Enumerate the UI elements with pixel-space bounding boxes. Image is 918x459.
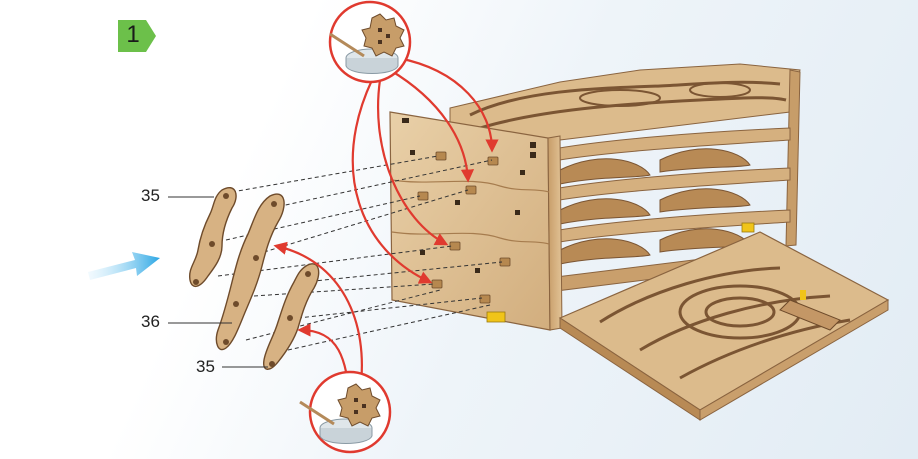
glue-cup-with-gear-icon (330, 2, 410, 82)
part-35-top (190, 188, 236, 287)
blue-arrow-icon (88, 252, 160, 280)
glue-cup-with-gear-icon (300, 372, 390, 452)
step-number-badge: 1 (118, 18, 158, 54)
part-label-35-bottom: 35 (196, 357, 215, 377)
part-label-35-top: 35 (141, 186, 160, 206)
lid-panel (560, 232, 888, 420)
box-front-wall (390, 112, 562, 330)
step-number: 1 (118, 21, 148, 49)
part-35-bottom (264, 264, 319, 369)
part-label-36: 36 (141, 312, 160, 332)
